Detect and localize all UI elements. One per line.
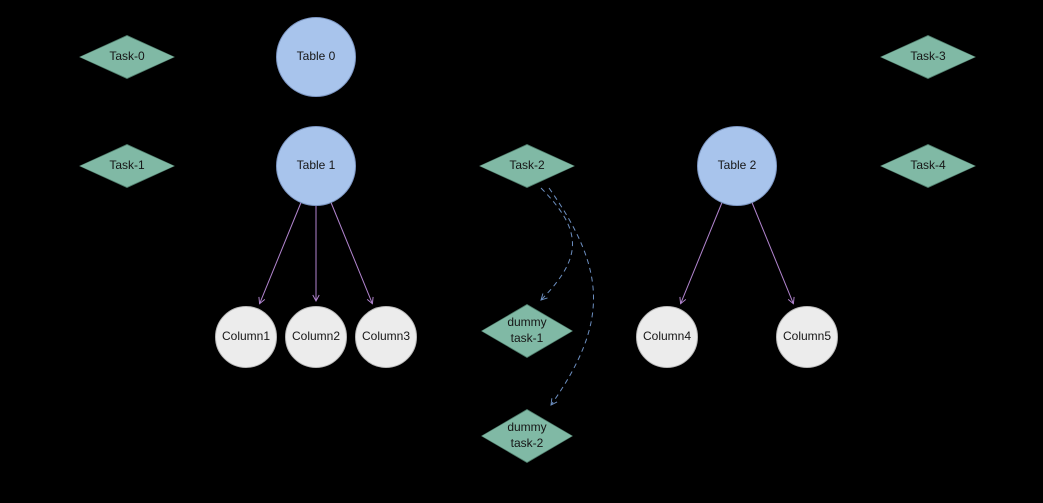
node-task-4[interactable]: Task-4 [880, 144, 976, 188]
node-task-1[interactable]: Task-1 [79, 144, 175, 188]
node-task-3[interactable]: Task-3 [880, 35, 976, 79]
node-label-column-5: Column5 [782, 329, 832, 344]
node-task-0[interactable]: Task-0 [79, 35, 175, 79]
node-label-dummy-task-2: dummy task-2 [507, 420, 547, 450]
node-table-0[interactable]: Table 0 [276, 17, 356, 97]
node-column-2[interactable]: Column2 [285, 306, 347, 368]
node-label-column-3: Column3 [361, 329, 411, 344]
node-dummy-task-1[interactable]: dummy task-1 [481, 304, 573, 358]
node-label-task-2: Task-2 [509, 158, 545, 173]
node-label-dummy-task-1: dummy task-1 [507, 315, 547, 345]
node-label-table-1: Table 1 [296, 158, 336, 173]
node-column-3[interactable]: Column3 [355, 306, 417, 368]
node-label-task-4: Task-4 [910, 158, 946, 173]
node-table-1[interactable]: Table 1 [276, 126, 356, 206]
node-label-task-3: Task-3 [910, 49, 946, 64]
node-table-2[interactable]: Table 2 [697, 126, 777, 206]
node-label-column-2: Column2 [291, 329, 341, 344]
node-label-column-4: Column4 [642, 329, 692, 344]
node-column-1[interactable]: Column1 [215, 306, 277, 368]
node-column-4[interactable]: Column4 [636, 306, 698, 368]
node-label-task-0: Task-0 [109, 49, 145, 64]
node-label-table-0: Table 0 [296, 49, 336, 64]
node-dummy-task-2[interactable]: dummy task-2 [481, 409, 573, 463]
node-column-5[interactable]: Column5 [776, 306, 838, 368]
node-label-table-2: Table 2 [717, 158, 757, 173]
node-label-task-1: Task-1 [109, 158, 145, 173]
node-task-2[interactable]: Task-2 [479, 144, 575, 188]
node-label-column-1: Column1 [221, 329, 271, 344]
